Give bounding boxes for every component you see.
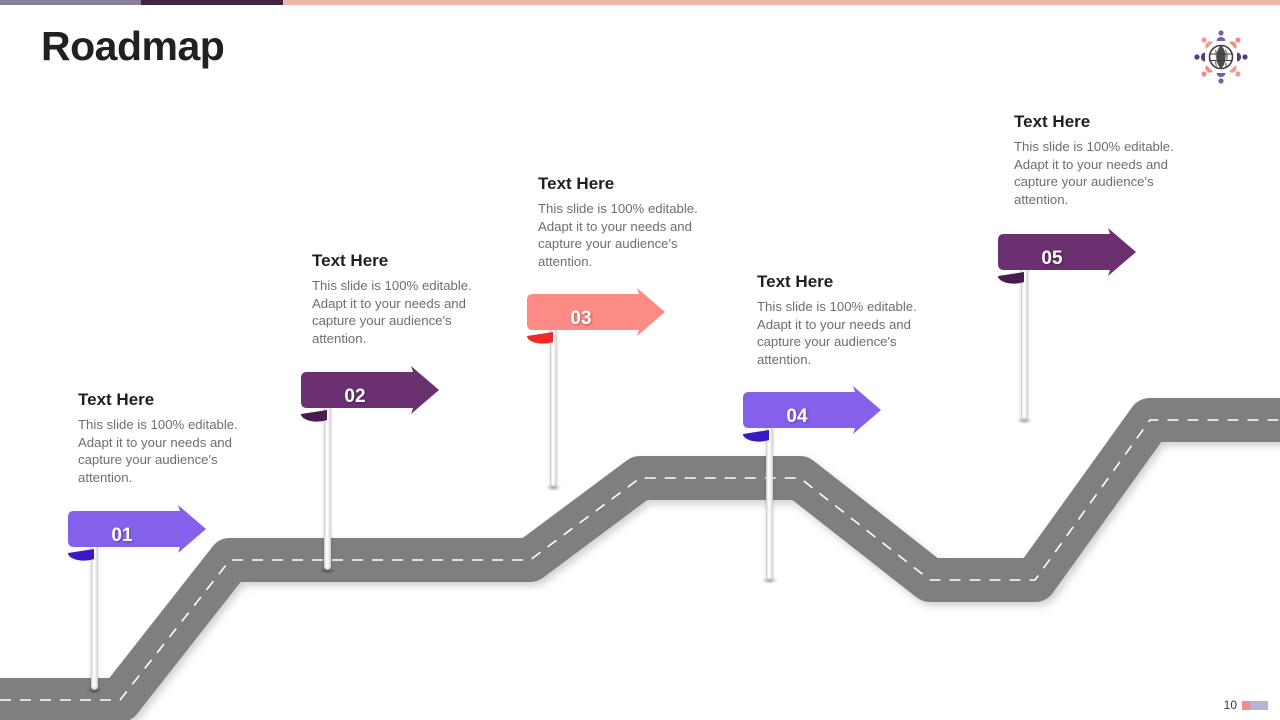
milestone-02-heading: Text Here <box>312 251 389 270</box>
page-accent-lavender <box>1250 700 1268 710</box>
top-accent-bar <box>0 0 1280 5</box>
milestone-04-flag[interactable]: 04 <box>743 386 881 448</box>
globe-people-logo <box>1188 24 1254 90</box>
page-number-accent-bar <box>1242 700 1268 710</box>
milestone-05-flag-banner <box>998 228 1136 276</box>
milestone-01-body: This slide is 100% editable. Adapt it to… <box>78 417 238 485</box>
milestone-05-flag-tail <box>998 272 1024 284</box>
milestone-04-pole <box>761 420 778 584</box>
milestone-03-pole <box>545 322 562 491</box>
milestone-02-body: This slide is 100% editable. Adapt it to… <box>312 278 472 346</box>
milestone-02-flag[interactable]: 02 <box>301 366 439 428</box>
milestone-03-heading: Text Here <box>538 174 615 193</box>
milestone-04-flag-banner <box>743 386 881 434</box>
milestone-01-heading: Text Here <box>78 390 155 409</box>
milestone-02-text: Text Here This slide is 100% editable. A… <box>312 251 502 347</box>
milestone-05-pole <box>1016 262 1033 424</box>
page-number-area: 10 <box>1224 698 1268 712</box>
milestone-01-pole <box>86 540 103 694</box>
milestone-02-pole <box>319 400 336 574</box>
accent-segment-peach <box>283 0 1280 5</box>
milestone-05-body: This slide is 100% editable. Adapt it to… <box>1014 139 1174 207</box>
page-title: Roadmap <box>41 23 225 69</box>
milestone-03-flag-tail <box>527 332 553 344</box>
milestone-04-text: Text Here This slide is 100% editable. A… <box>757 272 947 368</box>
milestone-04-heading: Text Here <box>757 272 834 291</box>
page-number: 10 <box>1223 698 1237 712</box>
accent-segment-lavender <box>0 0 141 5</box>
milestone-03-text: Text Here This slide is 100% editable. A… <box>538 174 728 270</box>
milestone-04-body: This slide is 100% editable. Adapt it to… <box>757 299 917 367</box>
milestone-03-flag[interactable]: 03 <box>527 288 665 350</box>
milestone-03-body: This slide is 100% editable. Adapt it to… <box>538 201 698 269</box>
accent-segment-dark-purple <box>141 0 283 5</box>
milestone-01-flag-tail <box>68 549 94 561</box>
milestone-01-text: Text Here This slide is 100% editable. A… <box>78 390 268 486</box>
milestone-05-flag[interactable]: 05 <box>998 228 1136 290</box>
milestone-02-flag-tail <box>301 410 327 422</box>
road-centre-dashes <box>0 419 1280 701</box>
milestone-03-flag-banner <box>527 288 665 336</box>
milestone-01-flag-banner <box>68 505 206 553</box>
milestone-04-flag-tail <box>743 430 769 442</box>
milestone-01-flag[interactable]: 01 <box>68 505 206 567</box>
milestone-05-text: Text Here This slide is 100% editable. A… <box>1014 112 1204 208</box>
milestone-02-flag-banner <box>301 366 439 414</box>
milestone-05-heading: Text Here <box>1014 112 1091 131</box>
page-accent-salmon <box>1242 700 1250 710</box>
